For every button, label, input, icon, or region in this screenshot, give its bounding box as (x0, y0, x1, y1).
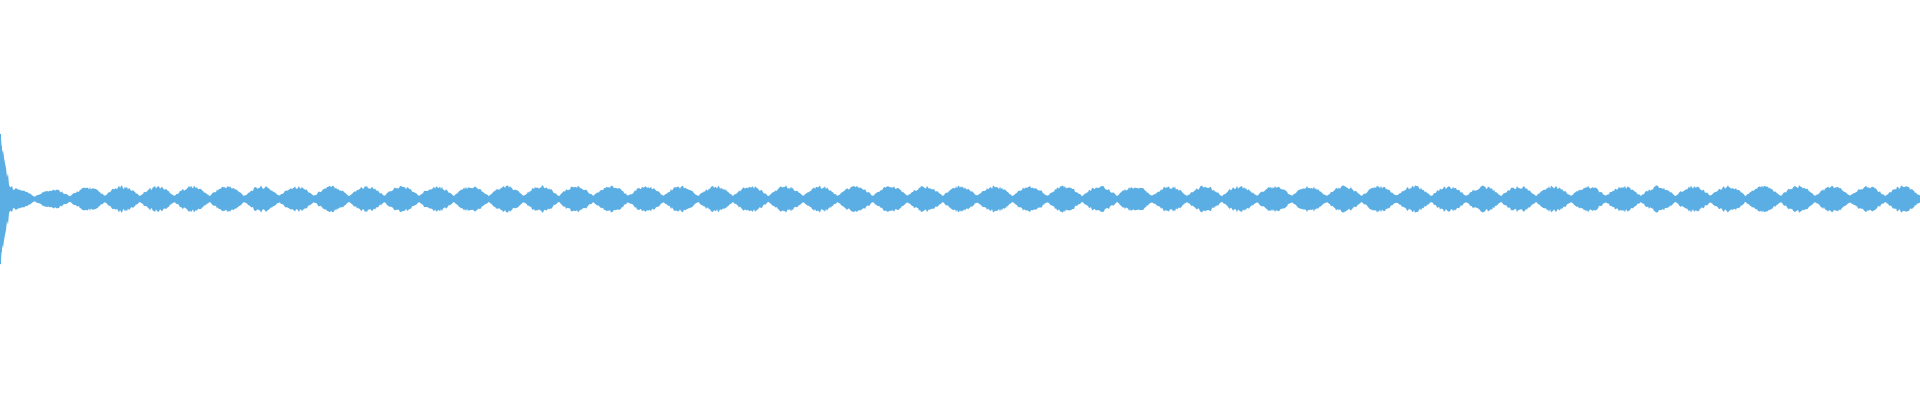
waveform-transient (0, 133, 12, 265)
waveform-path (0, 137, 1920, 261)
